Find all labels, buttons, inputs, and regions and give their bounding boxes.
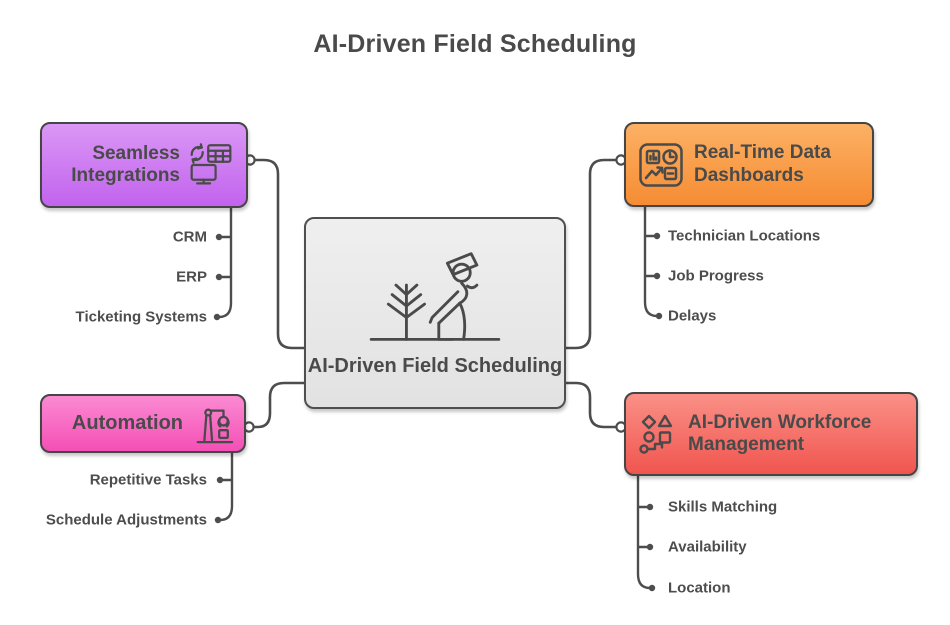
node-seamless-integrations: Seamless Integrations (40, 122, 248, 208)
seamless-integrations-title: Seamless Integrations (71, 142, 180, 186)
tree-dashboards-items (643, 204, 659, 318)
center-node-title: AI-Driven Field Scheduling (307, 355, 563, 378)
node-automation: Automation (40, 394, 246, 453)
leaf-location: Location (668, 579, 731, 597)
leaf-job-progress: Job Progress (668, 267, 764, 285)
node-realtime-data-dashboards: Real-Time Data Dashboards (624, 122, 874, 207)
node-center-ai-driven-field-scheduling: AI-Driven Field Scheduling (304, 217, 566, 409)
tree-seamless-items (217, 206, 233, 319)
leaf-ticketing-systems: Ticketing Systems (75, 308, 207, 326)
connector-center-to-workforce (564, 381, 620, 429)
node-ai-driven-workforce-management: AI-Driven Workforce Management (624, 392, 918, 476)
leaf-availability: Availability (668, 538, 747, 556)
workforce-management-title: AI-Driven Workforce Management (688, 411, 872, 455)
leaf-erp: ERP (176, 268, 207, 286)
leaf-delays: Delays (668, 307, 717, 325)
robot-arm-icon (192, 402, 234, 446)
tree-automation-items (218, 451, 234, 522)
tree-workforce-items (636, 474, 652, 590)
leaf-technician-locations: Technician Locations (668, 227, 821, 245)
leaf-skills-matching: Skills Matching (668, 498, 778, 516)
connector-center-to-dashboards (564, 158, 620, 350)
systems-integration-icon (188, 143, 234, 187)
automation-title: Automation (71, 411, 183, 434)
connector-seamless-to-center (251, 158, 306, 350)
page-title: AI-Driven Field Scheduling (313, 30, 637, 58)
leaf-repetitive-tasks: Repetitive Tasks (89, 471, 207, 489)
farmer-planting-icon (360, 247, 510, 347)
dashboard-icon (638, 142, 684, 188)
realtime-dashboards-title: Real-Time Data Dashboards (694, 142, 831, 186)
shapes-classification-icon (638, 413, 678, 455)
leaf-schedule-adjustments: Schedule Adjustments (45, 511, 207, 529)
leaf-crm: CRM (172, 228, 207, 246)
connector-automation-to-center (251, 381, 306, 429)
